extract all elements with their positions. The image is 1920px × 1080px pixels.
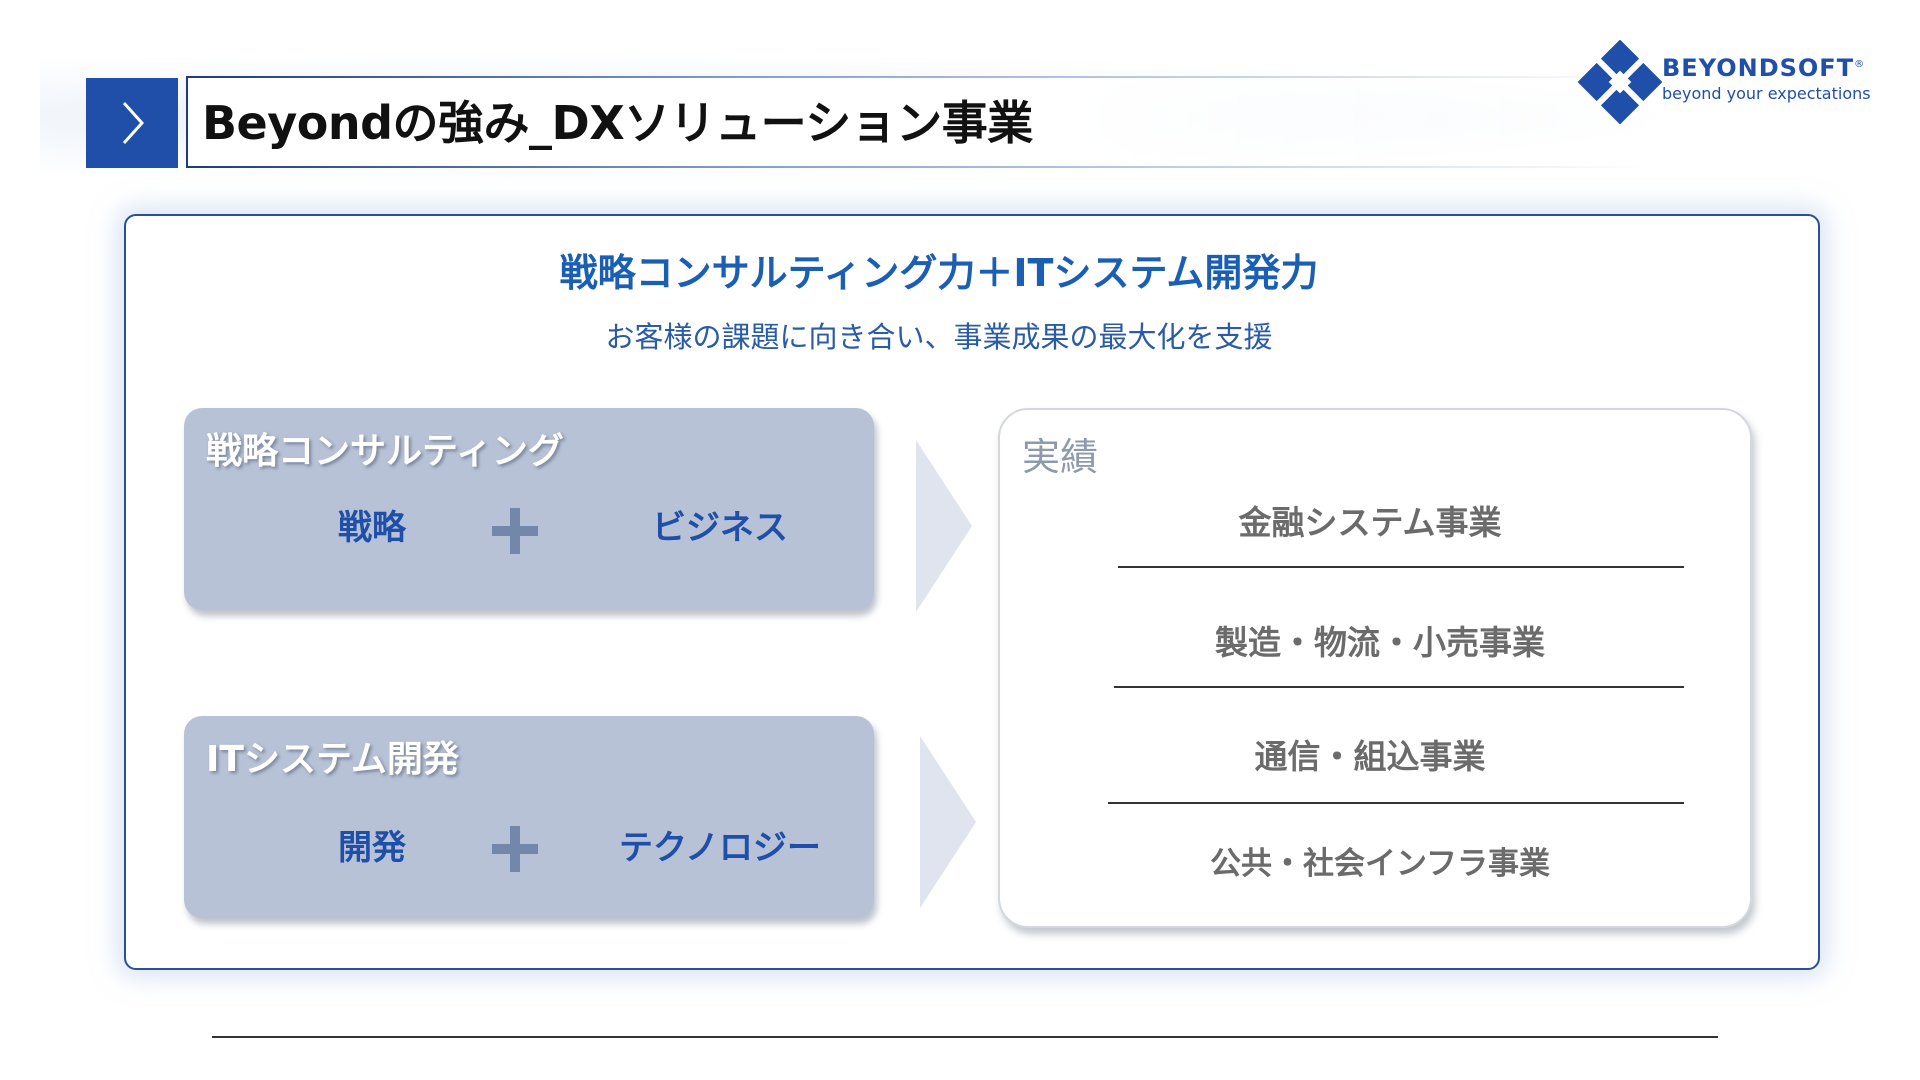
capability-title: 戦略コンサルティング	[206, 431, 564, 472]
plus-icon	[492, 826, 538, 872]
result-item-manufacturing: 製造・物流・小売事業	[1215, 623, 1545, 662]
chevron-arrow-icon	[920, 736, 976, 908]
section-marker	[86, 78, 178, 168]
capability-box-consulting: 戦略コンサルティング 戦略 ビジネス	[184, 408, 874, 610]
page-title: Beyondの強み_DXソリューション事業	[202, 96, 1033, 150]
result-item-finance: 金融システム事業	[1238, 503, 1502, 542]
chevron-arrow-icon	[916, 440, 972, 612]
capability-right-term: テクノロジー	[619, 828, 821, 868]
panel-headline: 戦略コンサルティング力＋ITシステム開発力	[559, 251, 1319, 295]
result-separator	[1108, 802, 1684, 804]
capability-left-term: 戦略	[338, 508, 406, 548]
result-item-telecom: 通信・組込事業	[1254, 737, 1486, 776]
results-title: 実績	[1022, 435, 1099, 479]
company-logo: BEYONDSOFT® beyond your expectations	[1578, 40, 1888, 130]
logo-diamond-icon	[1578, 40, 1662, 124]
logo-tagline: beyond your expectations	[1662, 84, 1871, 103]
logo-name: BEYONDSOFT®	[1662, 54, 1866, 82]
result-separator	[1118, 566, 1684, 568]
title-frame	[186, 76, 1646, 168]
footer-divider	[212, 1036, 1718, 1038]
plus-icon	[492, 508, 538, 554]
capability-left-term: 開発	[338, 828, 406, 868]
results-box	[998, 408, 1752, 928]
capability-box-development: ITシステム開発 開発 テクノロジー	[184, 716, 874, 918]
chevron-right-icon	[122, 101, 145, 145]
result-item-public-infra: 公共・社会インフラ事業	[1209, 846, 1551, 882]
capability-right-term: ビジネス	[652, 508, 788, 548]
result-separator	[1114, 686, 1684, 688]
capability-title: ITシステム開発	[206, 739, 459, 780]
panel-subheadline: お客様の課題に向き合い、事業成果の最大化を支援	[605, 320, 1273, 354]
